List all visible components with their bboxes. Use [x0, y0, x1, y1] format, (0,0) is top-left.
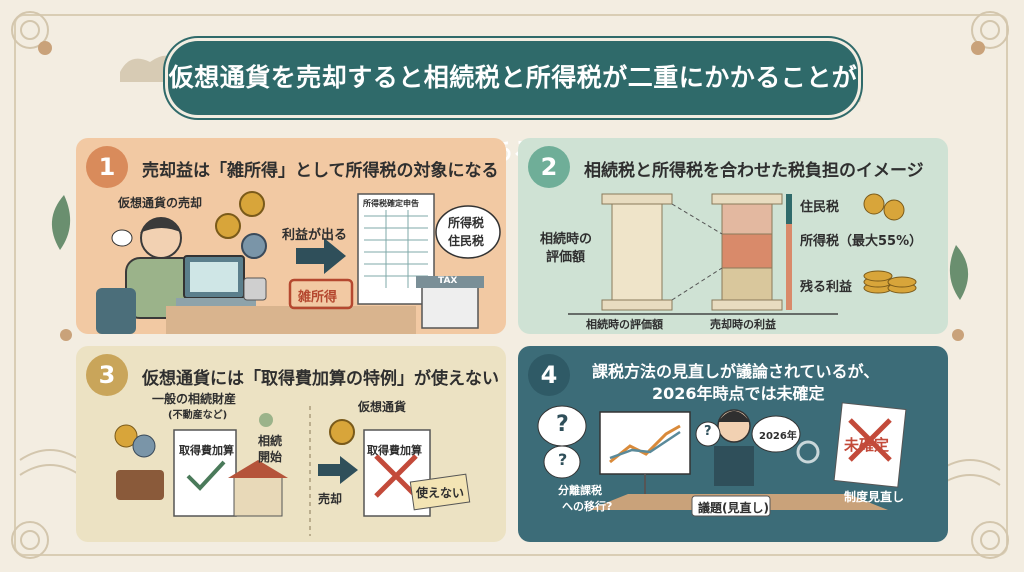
title-banner: 仮想通貨を売却すると相続税と所得税が二重にかかることがある	[168, 41, 858, 166]
separate-tax-line2: への移行?	[562, 500, 613, 513]
acquisition-doc2-label: 取得費加算	[367, 444, 422, 457]
panel-3: 3 仮想通貨には「取得費加算の特例」が使えない 一般の相続財産 (不動産など) …	[76, 346, 506, 542]
page-title: 仮想通貨を売却すると相続税と所得税が二重にかかることがある	[168, 63, 858, 166]
axis-left-label: 相続時の評価額	[586, 318, 663, 331]
tax-bubble-line2: 住民税	[448, 234, 485, 248]
panel-3-number: 3	[86, 354, 128, 396]
crypto-sale-label: 仮想通貨の売却	[118, 196, 203, 210]
outer-frame	[14, 14, 1008, 556]
axis-right-label: 売却時の利益	[710, 318, 776, 331]
system-review-label: 制度見直し	[844, 490, 905, 504]
panel-3-title: 仮想通貨には「取得費加算の特例」が使えない	[142, 369, 499, 389]
panel-1-number: 1	[86, 146, 128, 188]
tax-sign: TAX	[438, 276, 458, 286]
undecided-stamp: 未確定	[844, 436, 890, 454]
panel-1-illustration	[96, 191, 501, 334]
panel-4-title-line1: 課税方法の見直しが議論されているが、	[592, 362, 880, 381]
sale-label: 売却	[318, 492, 343, 506]
left-label-line1: 相続時の	[540, 232, 593, 247]
acquisition-doc-label: 取得費加算	[179, 444, 234, 457]
legend-resident-tax: 住民税	[800, 200, 840, 215]
panel-4-title-line2: 2026年時点では未確定	[652, 384, 825, 403]
question-icon: ?	[556, 412, 569, 437]
crypto-label: 仮想通貨	[358, 400, 407, 414]
agenda-label: 議題(見直し)	[698, 501, 769, 515]
panel-3-illustration	[114, 406, 471, 536]
separate-tax-line1: 分離課税	[558, 484, 602, 497]
general-assets-line1: 一般の相続財産	[152, 392, 237, 406]
inheritance-line1: 相続	[258, 434, 283, 448]
inheritance-line2: 開始	[258, 450, 283, 464]
general-assets-line2: (不動産など)	[168, 410, 228, 421]
legend-remaining-profit: 残る利益	[800, 280, 853, 295]
panel-1-title: 売却益は「雑所得」として所得税の対象になる	[142, 161, 499, 181]
legend-income-tax: 所得税（最大55%）	[800, 234, 923, 249]
panel-2: 2 相続税と所得税を合わせた税負担のイメージ 相続時の 評価額 住民税 所得税（…	[518, 138, 948, 334]
question-icon-tiny: ?	[704, 424, 712, 439]
misc-income-stamp: 雑所得	[298, 290, 338, 305]
panel-1: 1 売却益は「雑所得」として所得税の対象になる 仮想通貨の売却 利益が出る 所得…	[76, 138, 506, 334]
profit-label: 利益が出る	[282, 228, 348, 243]
form-title: 所得税確定申告	[363, 199, 419, 208]
panel-2-title: 相続税と所得税を合わせた税負担のイメージ	[584, 161, 924, 181]
panel-2-number: 2	[528, 146, 570, 188]
left-label-line2: 評価額	[546, 250, 586, 265]
question-icon-small: ?	[558, 450, 568, 469]
panel-4-illustration	[537, 402, 907, 517]
cannot-use-sign: 使えない	[416, 486, 465, 500]
tax-bubble-line1: 所得税	[448, 216, 485, 230]
panel-4-number: 4	[528, 354, 570, 396]
year-bubble: 2026年	[759, 431, 797, 442]
panel-2-chart	[568, 193, 917, 315]
panel-4: 4 課税方法の見直しが議論されているが、 2026年時点では未確定 ? ? ? …	[518, 346, 948, 542]
